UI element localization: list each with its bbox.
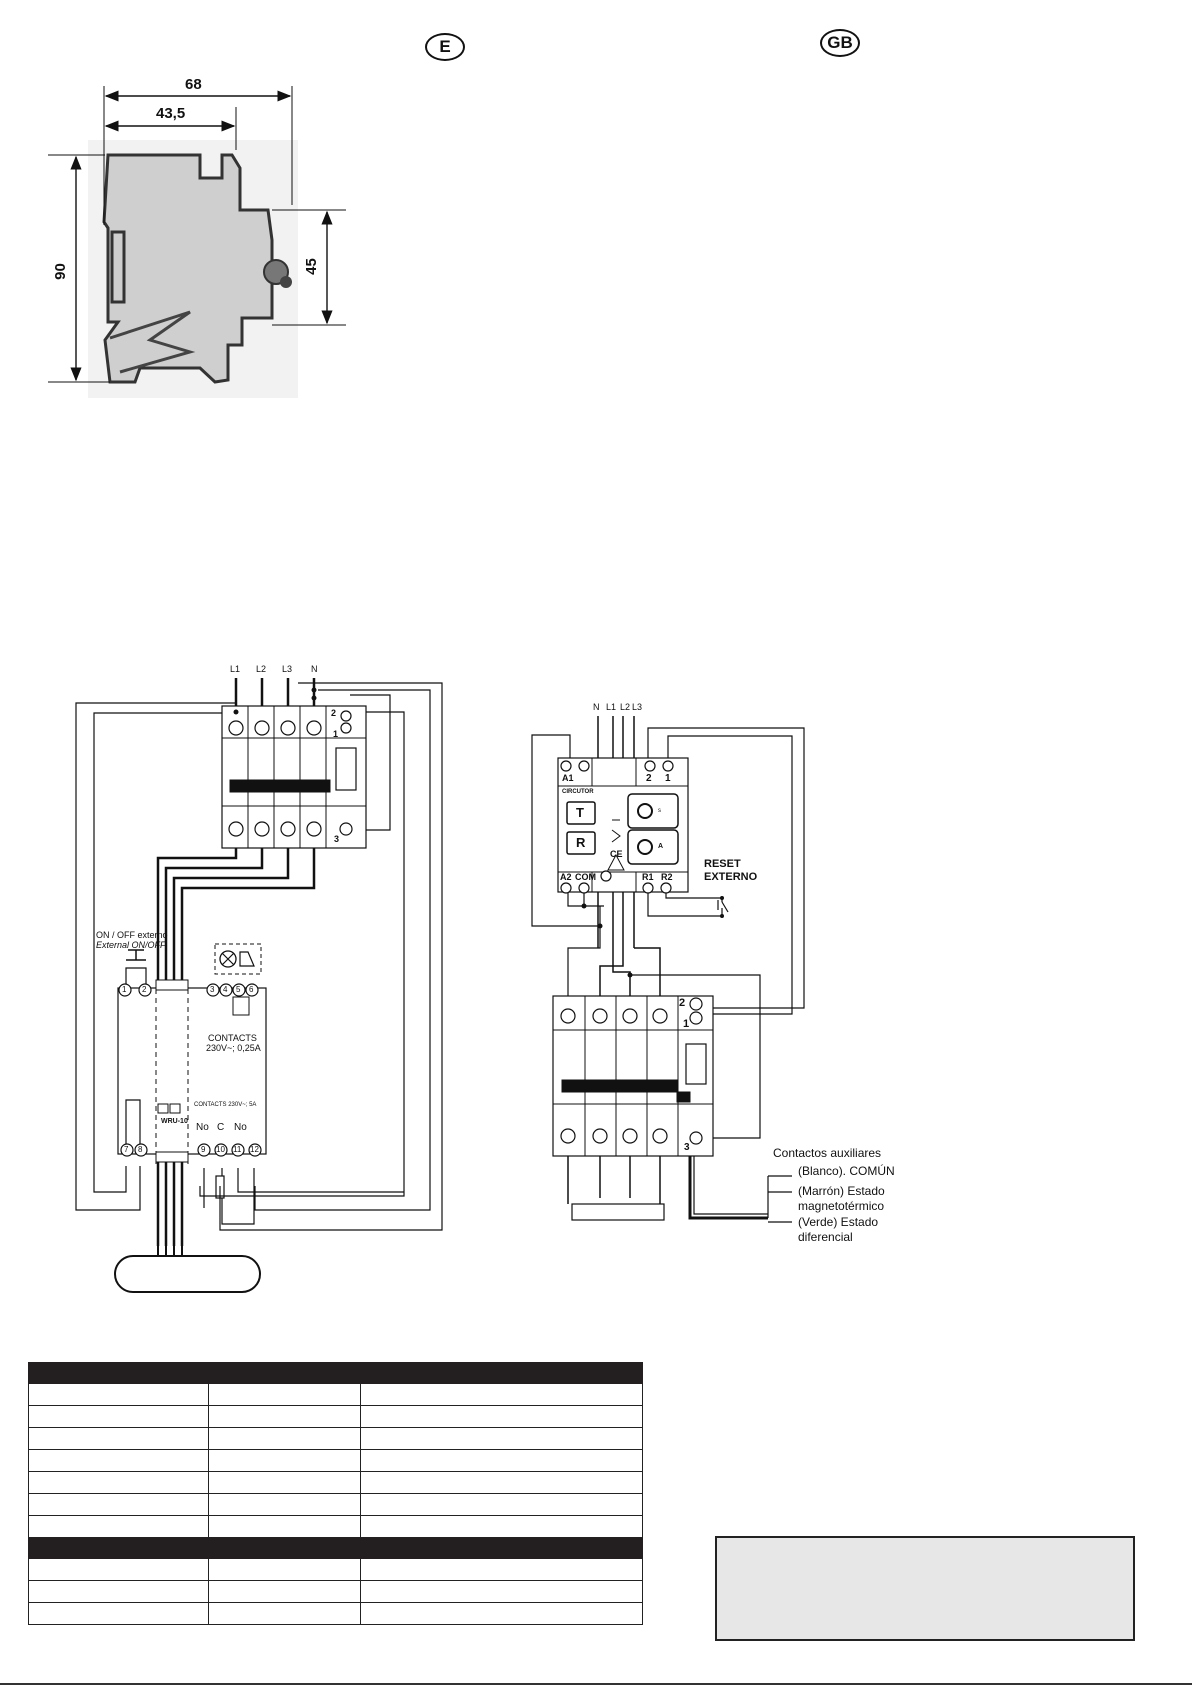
- current-knob-unit: A: [658, 843, 664, 850]
- right-phase-label-l2: L2: [620, 702, 631, 712]
- relay-label-no-2: No: [234, 1122, 247, 1133]
- table-row: [28, 1383, 643, 1406]
- language-badge-gb: GB: [820, 29, 860, 57]
- brand-logo: CIRCUTOR: [562, 789, 594, 795]
- wru-model-label: WRU-10: [161, 1118, 188, 1125]
- wru-terminal-7: 7: [124, 1145, 129, 1154]
- wru-terminal-1: 1: [122, 985, 127, 994]
- contacts-rating: 230V~; 0,25A: [206, 1043, 261, 1053]
- table-row: [28, 1427, 643, 1450]
- wru-terminal-2: 2: [142, 985, 147, 994]
- breaker-terminal-3: 3: [334, 834, 340, 844]
- phase-label-l1: L1: [230, 664, 241, 674]
- table-row: [28, 1449, 643, 1472]
- right-phase-label-n: N: [593, 702, 600, 712]
- aux-contacts-title: Contactos auxiliares: [773, 1146, 882, 1160]
- contacts-rating-relay: CONTACTS 230V~; 5A: [194, 1102, 257, 1108]
- test-button-label: T: [576, 805, 584, 820]
- relay-label-no-1: No: [196, 1122, 209, 1133]
- reset-button-label: R: [576, 835, 586, 850]
- on-off-label-en: External ON/OFF: [96, 940, 166, 950]
- wru-terminal-10: 10: [216, 1145, 225, 1154]
- right-phase-label-l1: L1: [606, 702, 617, 712]
- spec-table: [28, 1362, 643, 1625]
- phase-label-n: N: [311, 664, 318, 674]
- table-row: [28, 1558, 643, 1581]
- breaker-terminal-2: 2: [331, 708, 337, 718]
- wru-terminal-5: 5: [236, 985, 241, 994]
- table-row: [28, 1515, 643, 1538]
- breaker-terminal-1: 1: [333, 729, 339, 739]
- terminal-label-2: 2: [646, 773, 652, 784]
- table-row: [28, 1493, 643, 1516]
- language-badge-es: E: [425, 33, 465, 61]
- aux-contact-diff-status-2: diferencial: [798, 1230, 853, 1244]
- on-off-label: ON / OFF externo: [96, 930, 168, 940]
- table-header-row: [28, 1362, 643, 1384]
- dimension-width-total: 68: [185, 76, 202, 93]
- time-knob-unit: s: [658, 808, 661, 814]
- terminal-label-com: COM: [575, 872, 596, 882]
- reset-external-label-1: RESET: [704, 858, 741, 870]
- wru-terminal-3: 3: [210, 985, 215, 994]
- wru-terminal-8: 8: [138, 1145, 143, 1154]
- wru-terminal-6: 6: [249, 985, 254, 994]
- wru-terminal-12: 12: [250, 1145, 259, 1154]
- terminal-label-1: 1: [665, 773, 671, 784]
- table-row: [28, 1405, 643, 1428]
- bottom-rule: [0, 1683, 1192, 1685]
- terminal-label-r2: R2: [661, 872, 673, 882]
- breaker-aux-terminal-3: 3: [684, 1142, 690, 1153]
- phase-label-l2: L2: [256, 664, 267, 674]
- terminal-label-r1: R1: [642, 872, 654, 882]
- reset-external-label-2: EXTERNO: [704, 871, 758, 883]
- breaker-aux-terminal-1: 1: [683, 1018, 690, 1030]
- aux-contact-diff-status: (Verde) Estado: [798, 1215, 879, 1229]
- contacts-label: CONTACTS: [208, 1033, 257, 1043]
- note-box: [715, 1536, 1135, 1641]
- wru-terminal-4: 4: [223, 985, 228, 994]
- dimension-width-partial: 43,5: [156, 105, 186, 122]
- table-header-row: [28, 1537, 643, 1559]
- terminal-label-a2: A2: [560, 872, 572, 882]
- terminal-label-a1: A1: [562, 773, 574, 783]
- aux-contact-common: (Blanco). COMÚN: [798, 1164, 895, 1178]
- right-phase-label-l3: L3: [632, 702, 643, 712]
- phase-label-l3: L3: [282, 664, 293, 674]
- wru-terminal-9: 9: [201, 1145, 206, 1154]
- aux-contact-breaker-status: (Marrón) Estado: [798, 1184, 885, 1198]
- wru-terminal-11: 11: [233, 1145, 242, 1154]
- aux-contact-breaker-status-2: magnetotérmico: [798, 1199, 885, 1213]
- table-row: [28, 1602, 643, 1625]
- ce-mark: CE: [610, 849, 623, 859]
- table-row: [28, 1580, 643, 1603]
- breaker-aux-terminal-2: 2: [679, 997, 686, 1009]
- relay-label-c: C: [217, 1122, 225, 1133]
- table-row: [28, 1471, 643, 1494]
